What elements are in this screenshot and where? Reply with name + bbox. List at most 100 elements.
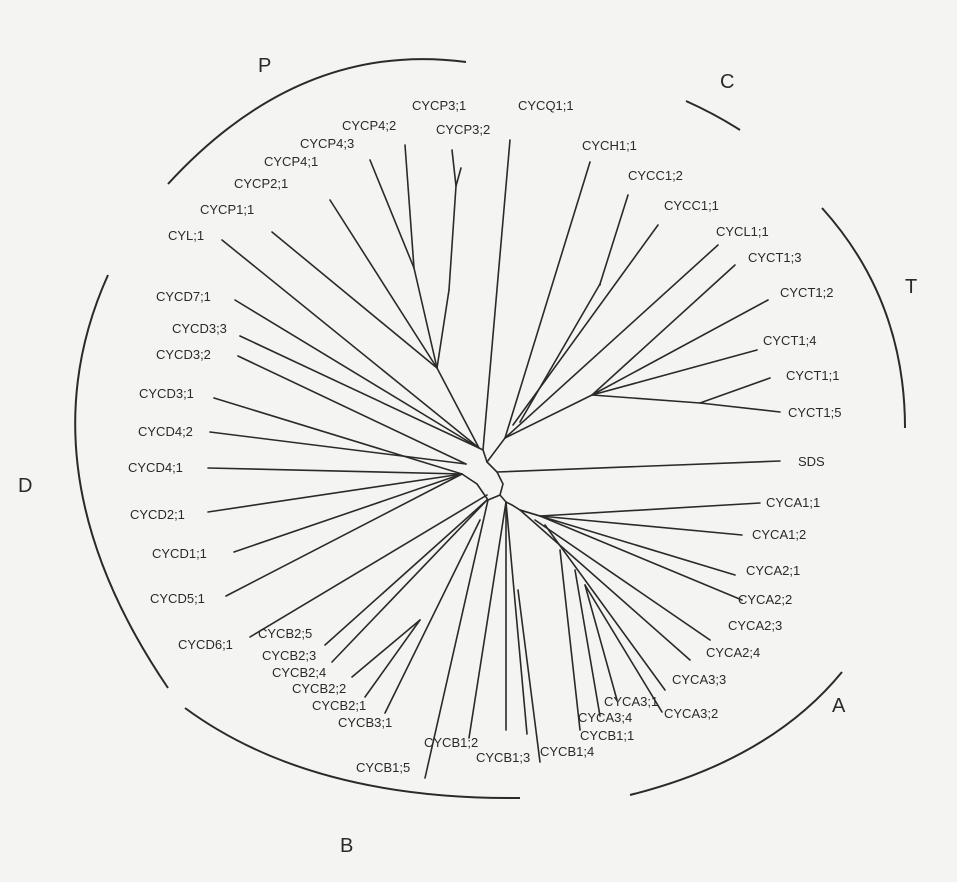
tree-branch (599, 194, 629, 285)
group-arc (184, 707, 521, 800)
leaf-label: CYCB2;1 (312, 698, 366, 713)
group-label: C (720, 71, 734, 93)
leaf-label: CYCB1;3 (476, 750, 530, 765)
leaf-label: CYCP3;2 (436, 122, 490, 137)
group-arc (167, 58, 467, 185)
leaf-label: CYCA3;4 (578, 710, 632, 725)
leaf-label: CYCA2;1 (746, 563, 800, 578)
leaf-label: CYCB1;1 (580, 728, 634, 743)
tree-branch (351, 619, 421, 678)
leaf-label: CYCB1;5 (356, 760, 410, 775)
tree-branch (699, 377, 771, 404)
tree-branch (574, 569, 601, 717)
leaf-label: CYCD3;2 (156, 347, 211, 362)
leaf-label: CYCC1;1 (664, 198, 719, 213)
tree-branch (517, 589, 541, 763)
leaf-label: CYCP4;3 (300, 136, 354, 151)
group-arcs (74, 58, 906, 800)
leaf-label: CYCD2;1 (130, 507, 185, 522)
tree-branch (544, 524, 666, 691)
tree-branch (413, 267, 438, 369)
tree-branch (329, 199, 438, 369)
tree-branch (207, 473, 463, 513)
group-arc (74, 274, 169, 689)
tree-branch (207, 467, 463, 475)
tree-branches (207, 139, 781, 779)
tree-branch (591, 299, 769, 396)
tree-branch (461, 461, 504, 501)
leaf-label: CYCT1;3 (748, 250, 801, 265)
leaf-label: CYCT1;5 (788, 405, 841, 420)
tree-branch (324, 499, 488, 646)
leaf-label: CYCA2;3 (728, 618, 782, 633)
tree-branch (539, 515, 743, 601)
group-label: T (905, 276, 917, 298)
leaf-label: CYCA3;1 (604, 694, 658, 709)
leaf-label: CYCD1;1 (152, 546, 207, 561)
leaf-label: CYCT1;4 (763, 333, 816, 348)
tree-branch (209, 431, 467, 465)
leaf-label: CYCA2;4 (706, 645, 760, 660)
group-arc (685, 100, 741, 131)
leaf-label: CYCA2;2 (738, 592, 792, 607)
tree-branch (225, 473, 463, 597)
tree-branch (539, 515, 743, 536)
leaf-label: CYCD4;2 (138, 424, 193, 439)
tree-branch (584, 584, 663, 713)
tree-branch (519, 509, 691, 661)
group-label: B (340, 835, 353, 857)
leaf-label: CYCP1;1 (200, 202, 254, 217)
leaf-label: CYCD7;1 (156, 289, 211, 304)
tree-branch (436, 367, 480, 449)
leaf-label: CYCT1;2 (780, 285, 833, 300)
tree-branch (424, 499, 489, 779)
leaf-label: CYCB2;5 (258, 626, 312, 641)
group-arc (821, 207, 906, 429)
leaf-label: CYCP4;1 (264, 154, 318, 169)
leaf-label: CYCT1;1 (786, 368, 839, 383)
tree-branch (504, 244, 719, 439)
group-arc (629, 671, 843, 796)
tree-branch (519, 509, 736, 576)
tree-branch (468, 501, 507, 739)
tree-branch (249, 494, 488, 638)
tree-branch (239, 335, 480, 449)
leaf-label: CYCP2;1 (234, 176, 288, 191)
leaf-label: CYCB2;4 (272, 665, 326, 680)
tree-branch (591, 394, 701, 404)
tree-branch (448, 149, 457, 291)
leaf-label: CYCB1;2 (424, 735, 478, 750)
tree-branch (504, 161, 591, 439)
leaf-label: CYCB1;4 (540, 744, 594, 759)
tree-branch (213, 397, 463, 475)
tree-branch (369, 159, 415, 269)
leaf-label: CYL;1 (168, 228, 204, 243)
leaf-label: CYCD3;3 (172, 321, 227, 336)
tree-branch (331, 499, 488, 663)
tree-branch (591, 264, 736, 396)
tree-branch (505, 501, 528, 735)
tree-branch (534, 519, 711, 641)
leaf-label: CYCD6;1 (178, 637, 233, 652)
leaf-label: CYCA3;2 (664, 706, 718, 721)
leaf-label: CYCD4;1 (128, 460, 183, 475)
tree-branch (559, 549, 581, 731)
leaf-label: CYCA3;3 (672, 672, 726, 687)
leaf-label: CYCP4;2 (342, 118, 396, 133)
leaf-label: CYCB2;2 (292, 681, 346, 696)
group-label: A (832, 695, 846, 717)
tree-branch (699, 402, 781, 413)
leaf-label: CYCA1;2 (752, 527, 806, 542)
tree-branch (384, 519, 481, 714)
leaf-label: CYCB3;1 (338, 715, 392, 730)
leaf-label: CYCH1;1 (582, 138, 637, 153)
tree-branch (233, 473, 463, 553)
tree-branch (504, 394, 593, 439)
tree-branch (221, 239, 480, 449)
leaf-label: CYCB2;3 (262, 648, 316, 663)
tree-branch (271, 231, 438, 369)
tree-branch (591, 349, 758, 396)
